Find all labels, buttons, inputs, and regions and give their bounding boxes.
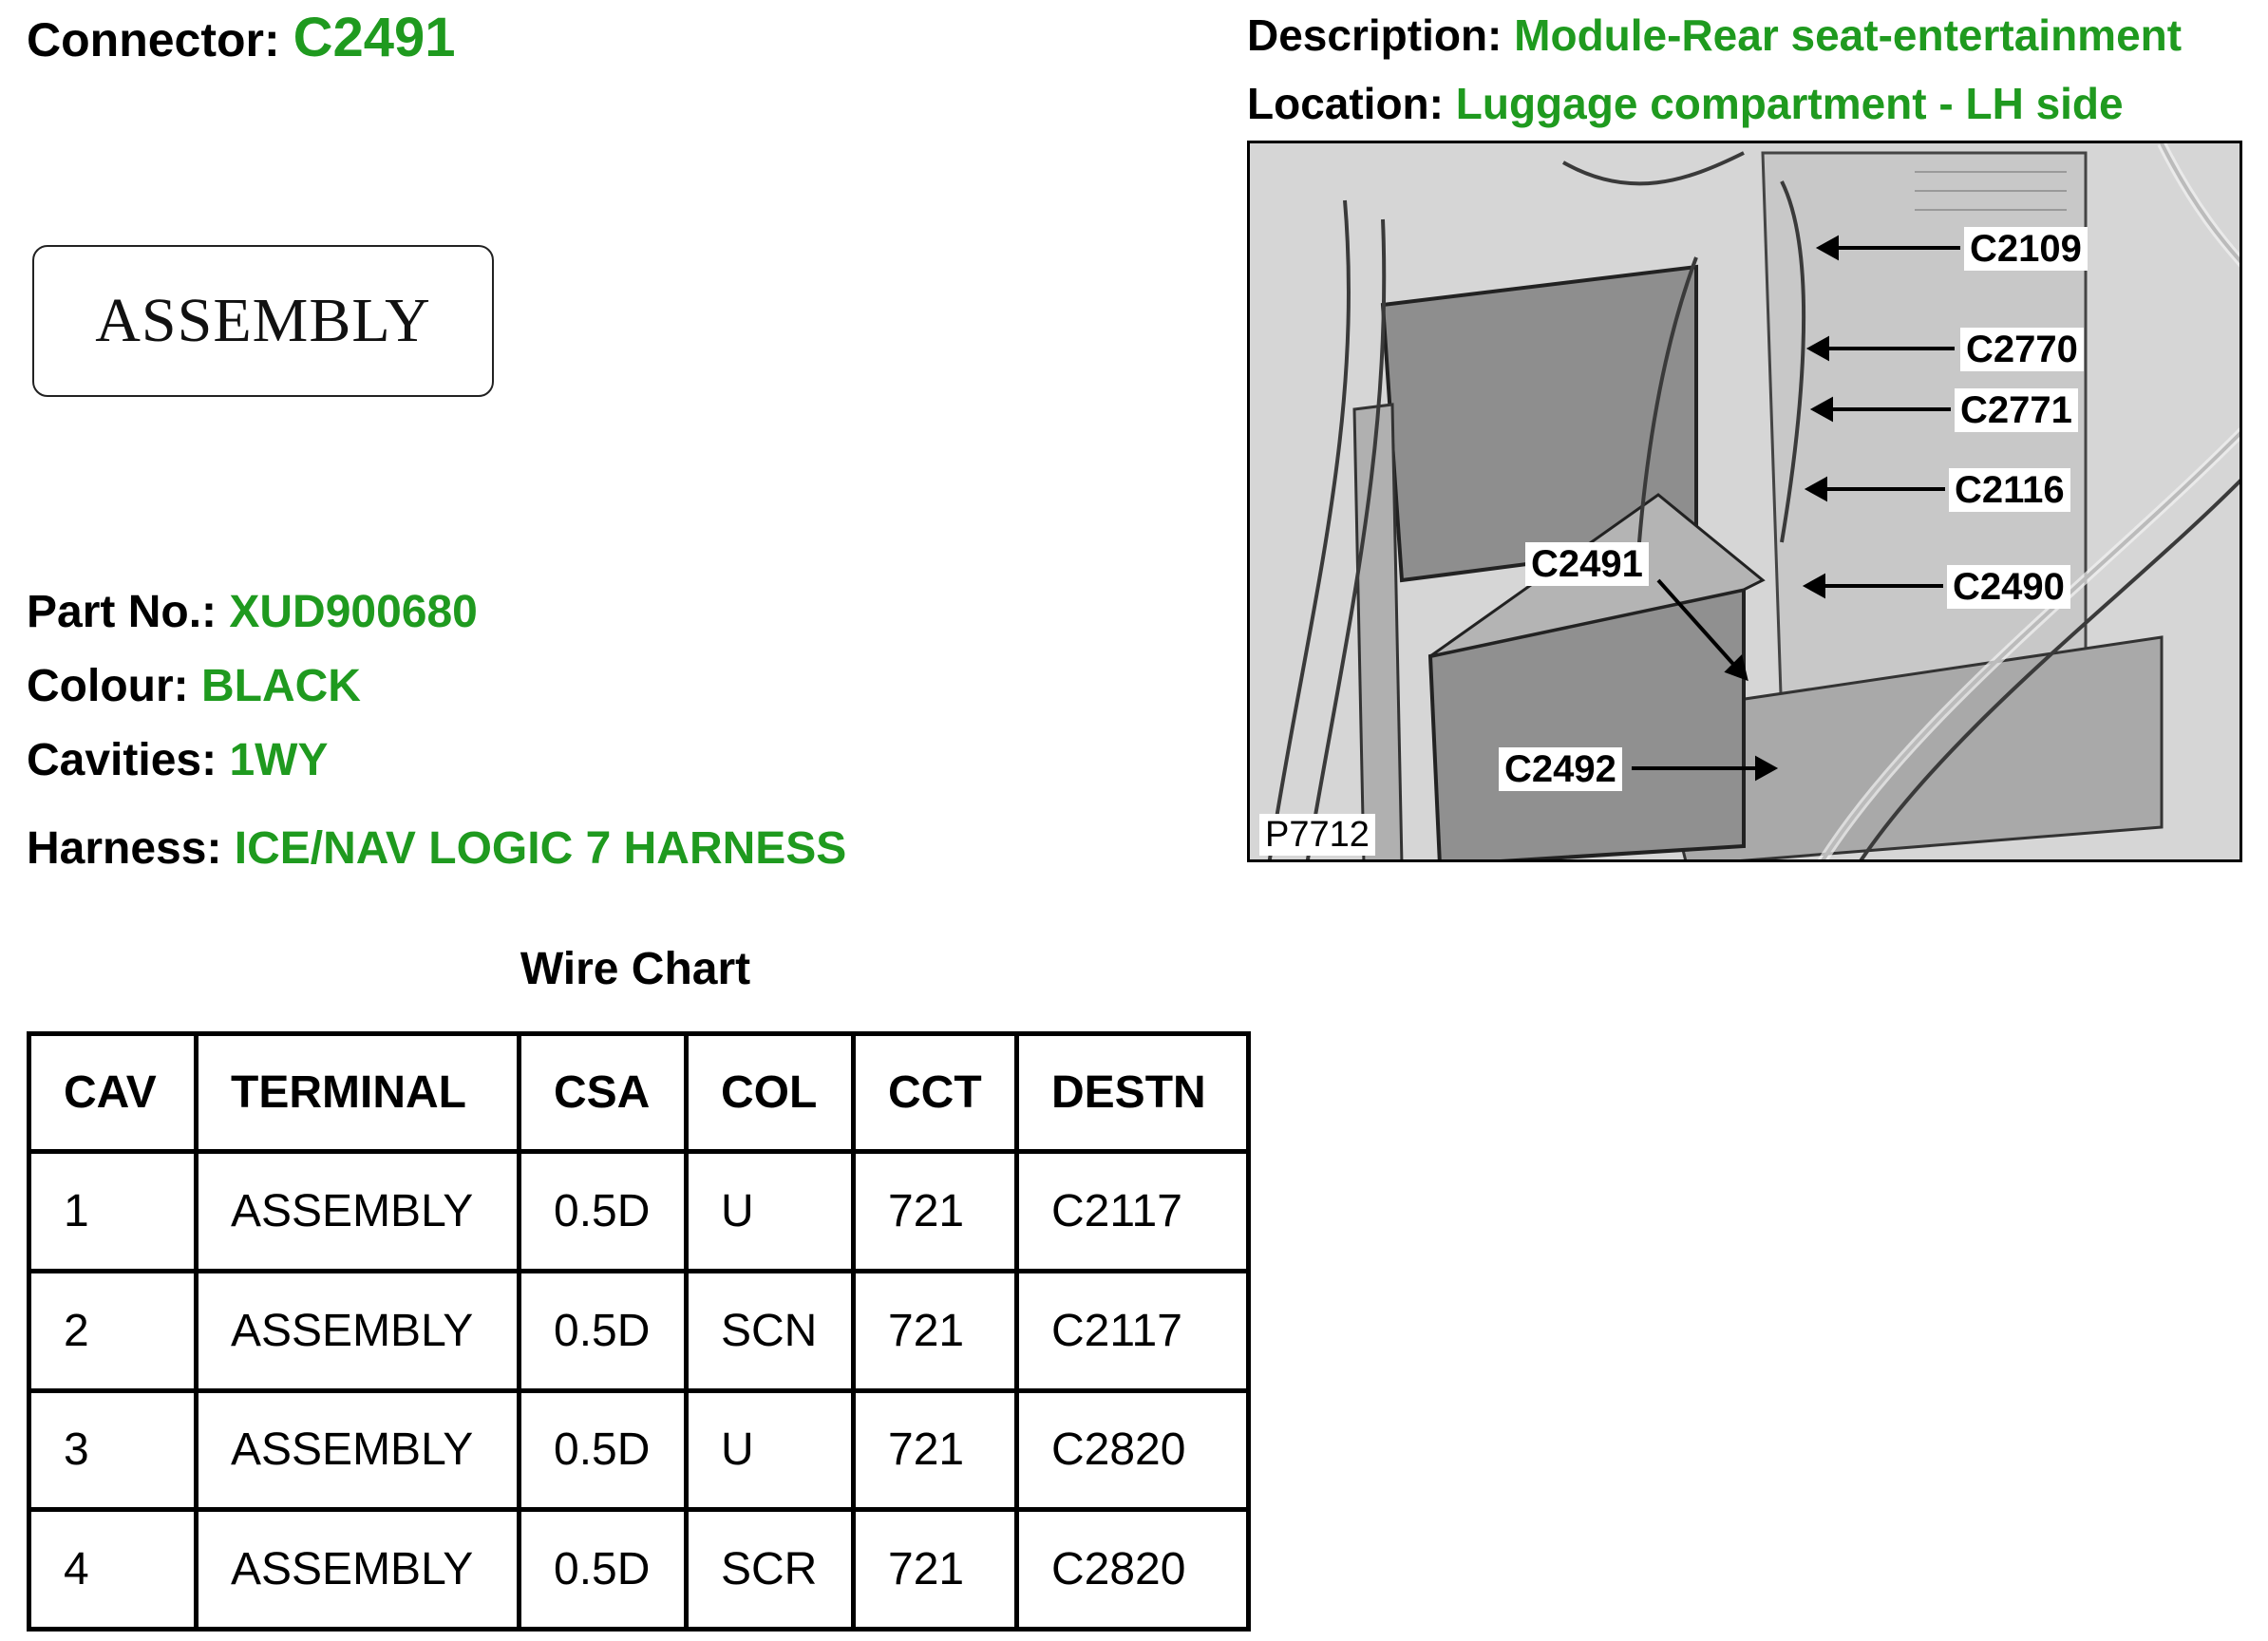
callout-c2490: C2490 [1947,565,2070,609]
cell-terminal: ASSEMBLY [194,1149,521,1273]
cell-terminal: ASSEMBLY [194,1268,521,1393]
cell-terminal: ASSEMBLY [194,1507,521,1632]
callout-c2770: C2770 [1960,328,2084,371]
cell-csa: 0.5D [517,1149,689,1273]
col-header-col: COL [684,1031,856,1154]
col-header-destn: DESTN [1014,1031,1251,1154]
location-label: Location: [1247,79,1444,128]
cell-terminal: ASSEMBLY [194,1387,521,1513]
location-value: Luggage compartment - LH side [1455,79,2124,128]
callout-c2116: C2116 [1949,468,2070,512]
callout-c2491: C2491 [1525,542,1649,586]
location-field: Location: Luggage compartment - LH side [1247,78,2124,129]
cell-col: U [684,1387,856,1513]
table-row: 1 ASSEMBLY 0.5D U 721 C2117 [27,1149,1251,1273]
part-no-field: Part No.: XUD900680 [27,586,478,638]
cell-cct: 721 [851,1507,1019,1632]
assembly-box: ASSEMBLY [32,245,494,397]
location-photo-illustration [1250,143,2240,859]
callout-c2771: C2771 [1955,388,2078,432]
cell-col: SCR [684,1507,856,1632]
colour-field: Colour: BLACK [27,660,361,712]
harness-label: Harness: [27,823,222,874]
callout-c2492: C2492 [1499,747,1622,791]
cell-col: SCN [684,1268,856,1393]
col-header-cct: CCT [851,1031,1019,1154]
table-header-row: CAV TERMINAL CSA COL CCT DESTN [27,1031,1251,1154]
connector-label: Connector: [27,13,280,66]
harness-value: ICE/NAV LOGIC 7 HARNESS [234,823,847,874]
photo-id: P7712 [1259,814,1375,856]
table-row: 4 ASSEMBLY 0.5D SCR 721 C2820 [27,1507,1251,1632]
cell-cav: 2 [27,1268,198,1393]
part-no-label: Part No.: [27,587,217,637]
cell-cct: 721 [851,1149,1019,1273]
description-field: Description: Module-Rear seat-entertainm… [1247,9,2182,61]
cell-cct: 721 [851,1268,1019,1393]
harness-field: Harness: ICE/NAV LOGIC 7 HARNESS [27,822,846,875]
cell-csa: 0.5D [517,1268,689,1393]
cavities-value: 1WY [229,735,329,785]
cell-cct: 721 [851,1387,1019,1513]
wire-chart-title: Wire Chart [520,944,751,994]
colour-value: BLACK [200,661,361,711]
location-photo: C2109 C2770 C2771 C2116 C2490 C2491 C249… [1247,141,2242,862]
cavities-field: Cavities: 1WY [27,734,328,786]
cell-destn: C2820 [1014,1387,1251,1513]
cell-csa: 0.5D [517,1507,689,1632]
cavities-label: Cavities: [27,735,217,785]
colour-label: Colour: [27,661,189,711]
wire-chart-table: CAV TERMINAL CSA COL CCT DESTN 1 ASSEMBL… [27,1031,1251,1632]
cell-cav: 1 [27,1149,198,1273]
cell-cav: 3 [27,1387,198,1513]
connector-value: C2491 [293,7,456,68]
cell-csa: 0.5D [517,1387,689,1513]
callout-c2109: C2109 [1964,227,2088,271]
cell-destn: C2820 [1014,1507,1251,1632]
table-row: 2 ASSEMBLY 0.5D SCN 721 C2117 [27,1268,1251,1393]
description-label: Description: [1247,10,1503,60]
part-no-value: XUD900680 [229,587,478,637]
col-header-csa: CSA [517,1031,689,1154]
cell-col: U [684,1149,856,1273]
description-value: Module-Rear seat-entertainment [1514,10,2183,60]
col-header-terminal: TERMINAL [194,1031,521,1154]
assembly-box-text: ASSEMBLY [95,286,431,355]
cell-destn: C2117 [1014,1268,1251,1393]
cell-cav: 4 [27,1507,198,1632]
table-row: 3 ASSEMBLY 0.5D U 721 C2820 [27,1387,1251,1513]
col-header-cav: CAV [27,1031,198,1154]
connector-field: Connector: C2491 [27,6,455,69]
cell-destn: C2117 [1014,1149,1251,1273]
